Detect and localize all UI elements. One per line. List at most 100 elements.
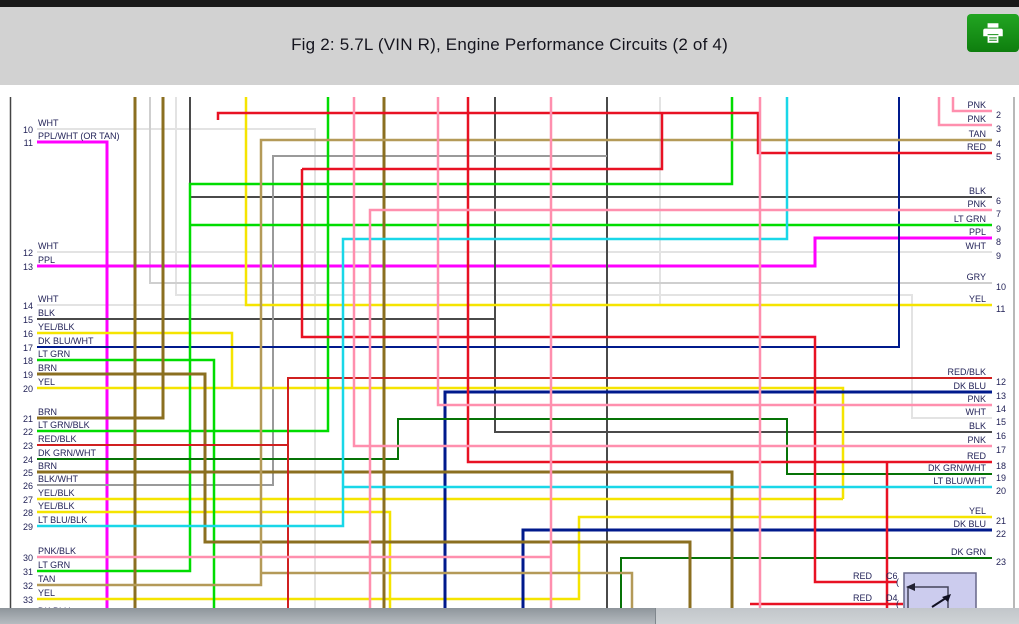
right-wire-color-label: BLK — [969, 421, 986, 431]
connector-pin-id: D4 — [886, 593, 898, 603]
left-wire-number: 13 — [23, 262, 33, 272]
right-wire-color-label: PNK — [967, 394, 986, 404]
right-wire-number: 12 — [996, 377, 1006, 387]
wire-mag — [37, 140, 109, 608]
left-wire-number: 30 — [23, 553, 33, 563]
wire-grn — [37, 97, 330, 433]
left-wire-color-label: WHT — [38, 241, 59, 251]
horizontal-scrollbar[interactable] — [0, 608, 1019, 624]
wire-mag — [37, 236, 992, 268]
left-wire-number: 16 — [23, 329, 33, 339]
left-wire-color-label: PNK/BLK — [38, 546, 76, 556]
left-wire-color-label: BLK — [38, 308, 55, 318]
right-wire-number: 16 — [996, 431, 1006, 441]
wire-yel — [37, 515, 992, 601]
left-wire-number: 11 — [24, 138, 33, 148]
left-wire-color-label: BRN — [38, 407, 57, 417]
right-wire-number: 8 — [996, 237, 1001, 247]
wire-red — [466, 97, 992, 464]
left-wire-color-label: YEL/BLK — [38, 501, 75, 511]
right-wire-number: 5 — [996, 152, 1001, 162]
right-wire-color-label: TAN — [969, 129, 986, 139]
wire-yel — [37, 331, 234, 388]
left-wire-number: 26 — [23, 481, 33, 491]
wire-red — [300, 169, 897, 584]
left-wire-color-label: PPL/WHT (OR TAN) — [38, 131, 120, 141]
left-wire-number: 33 — [23, 595, 33, 605]
left-wire-color-label: LT GRN — [38, 560, 70, 570]
right-wire-number: 9 — [996, 251, 1001, 261]
right-wire-number: 9 — [996, 224, 1001, 234]
right-wire-color-label: BLK — [969, 186, 986, 196]
left-wire-color-label: BLK/WHT — [38, 474, 79, 484]
left-wire-number: 24 — [23, 455, 33, 465]
wire-cyan — [37, 97, 789, 528]
wire-pnk — [937, 97, 992, 127]
right-wire-color-label: DK BLU — [953, 381, 986, 391]
left-wire-color-label: DK BLU/WHT — [38, 336, 94, 346]
horizontal-scrollbar-thumb[interactable] — [0, 608, 656, 624]
right-wire-number: 4 — [996, 139, 1001, 149]
connector-pin-wire-label: RED — [853, 571, 873, 581]
left-wire-color-label: LT BLU/BLK — [38, 515, 87, 525]
right-wire-color-label: RED — [967, 142, 987, 152]
wire-wht — [175, 97, 992, 419]
wire-dkgrn — [37, 418, 992, 475]
left-wire-number: 21 — [23, 414, 33, 424]
right-wire-number: 15 — [996, 417, 1006, 427]
right-wire-number: 10 — [996, 282, 1006, 292]
left-wire-color-label: LT GRN/BLK — [38, 420, 90, 430]
right-wire-number: 20 — [996, 486, 1006, 496]
left-wire-color-label: WHT — [38, 118, 59, 128]
wire-tan — [261, 571, 634, 608]
left-wire-number: 19 — [23, 370, 33, 380]
left-wire-color-label: YEL — [38, 588, 55, 598]
wire-redblk — [287, 377, 992, 608]
wire-pnk — [368, 208, 992, 608]
right-wire-number: 22 — [996, 529, 1006, 539]
connector-inner-outline — [907, 586, 949, 624]
wire-brn — [37, 97, 165, 420]
left-wire-number: 28 — [23, 508, 33, 518]
right-wire-color-label: RED/BLK — [947, 367, 986, 377]
left-wire-number: 27 — [23, 495, 33, 505]
right-wire-number: 6 — [996, 196, 1001, 206]
right-wire-color-label: YEL — [969, 506, 986, 516]
left-wire-color-label: BRN — [38, 461, 57, 471]
wire-blkwht — [37, 155, 607, 486]
left-wire-number: 15 — [23, 315, 33, 325]
title-bar: Fig 2: 5.7L (VIN R), Engine Performance … — [0, 7, 1019, 85]
wire-navy — [443, 390, 992, 608]
right-wire-color-label: DK BLU — [953, 519, 986, 529]
wire-red — [302, 113, 664, 171]
printer-icon — [980, 20, 1006, 46]
wire-wht — [37, 128, 316, 608]
left-wire-color-label: DK GRN/WHT — [38, 448, 96, 458]
wire-navy — [37, 97, 900, 348]
right-wire-number: 14 — [996, 404, 1006, 414]
right-wire-color-label: WHT — [966, 407, 987, 417]
connector-pin-id: C6 — [886, 571, 898, 581]
print-button[interactable] — [967, 14, 1019, 52]
page-title: Fig 2: 5.7L (VIN R), Engine Performance … — [291, 35, 728, 54]
left-wire-number: 10 — [23, 125, 33, 135]
right-wire-number: 13 — [996, 391, 1006, 401]
left-wire-color-label: BRN — [38, 363, 57, 373]
right-wire-number: 2 — [996, 110, 1001, 120]
left-wire-number: 25 — [23, 468, 33, 478]
right-wire-color-label: RED — [967, 451, 987, 461]
right-wire-number: 19 — [996, 473, 1006, 483]
right-wire-color-label: PNK — [967, 199, 986, 209]
left-wire-number: 23 — [23, 441, 33, 451]
right-wire-color-label: DK GRN/WHT — [928, 463, 986, 473]
right-wire-color-label: PPL — [969, 227, 986, 237]
left-wire-number: 31 — [23, 567, 33, 577]
connector-entry-arrowhead — [906, 583, 915, 591]
right-wire-color-label: DK GRN — [951, 547, 986, 557]
window-top-strip — [0, 0, 1019, 7]
right-wire-color-label: WHT — [966, 241, 987, 251]
wire-red — [216, 111, 992, 155]
wire-yel — [37, 510, 392, 608]
